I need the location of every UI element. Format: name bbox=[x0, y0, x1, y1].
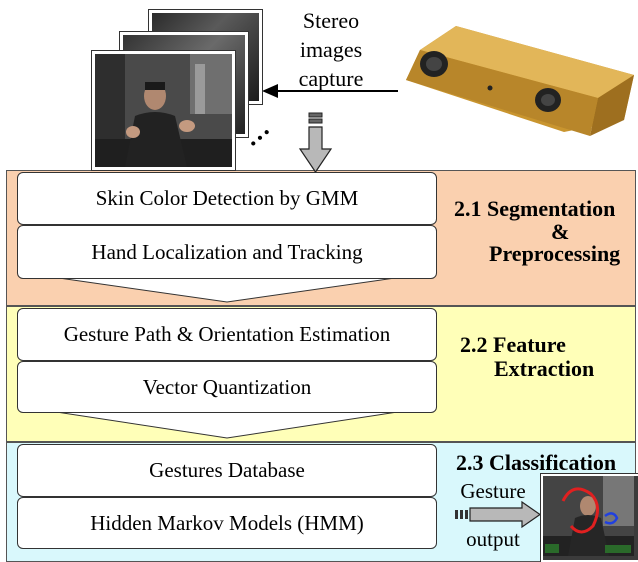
down-arrow-dash-2 bbox=[308, 118, 323, 124]
stereo-capture-label-line-1: Stereo bbox=[302, 8, 360, 33]
stage-title-feature-line-1: 2.2 Feature bbox=[460, 332, 566, 357]
stage-title-feature-line-2: Extraction bbox=[494, 356, 595, 381]
down-arrow-dash-1 bbox=[308, 112, 323, 118]
output-arrow-dash-1 bbox=[455, 510, 458, 519]
gesture-output-label-line-2: output bbox=[466, 527, 520, 551]
step-gesture-path-estimation: Gesture Path & Orientation Estimation bbox=[17, 308, 437, 361]
stereo-image-frame-1 bbox=[91, 50, 236, 171]
step-skin-color-detection-label: Skin Color Detection by GMM bbox=[95, 186, 359, 210]
output-arrow bbox=[469, 500, 542, 529]
step-hand-localization-label: Hand Localization and Tracking bbox=[91, 239, 363, 264]
step-gestures-database-label: Gestures Database bbox=[149, 458, 305, 482]
gesture-output-image bbox=[540, 473, 638, 562]
output-arrow-dash-3 bbox=[465, 510, 468, 519]
output-arrow-dash-2 bbox=[460, 510, 463, 519]
gesture-output-label: Gesture output bbox=[452, 478, 534, 552]
gesture-output-scene bbox=[543, 476, 634, 556]
step-hand-localization: Hand Localization and Tracking bbox=[17, 225, 437, 279]
stereo-capture-label-line-3: capture bbox=[298, 66, 364, 91]
step-skin-color-detection: Skin Color Detection by GMM bbox=[17, 172, 437, 225]
camera-to-images-arrowhead bbox=[262, 84, 278, 98]
stereo-capture-label-line-2: images bbox=[299, 37, 363, 62]
step-hidden-markov-models-label: Hidden Markov Models (HMM) bbox=[90, 510, 364, 535]
step-hidden-markov-models: Hidden Markov Models (HMM) bbox=[17, 497, 437, 549]
person-scene-image bbox=[95, 54, 232, 167]
stage-title-segmentation-line-3: Preprocessing bbox=[489, 241, 621, 266]
stage-title-classification: 2.3 Classification bbox=[456, 450, 617, 475]
gesture-output-label-line-1: Gesture bbox=[460, 479, 526, 503]
step-gesture-path-estimation-label: Gesture Path & Orientation Estimation bbox=[63, 322, 391, 346]
stage-title-segmentation-line-2: & bbox=[551, 219, 570, 244]
step-vector-quantization-label: Vector Quantization bbox=[142, 374, 312, 399]
stereo-capture-label: Stereo images capture bbox=[276, 6, 386, 93]
stereo-camera-icon bbox=[406, 26, 634, 136]
step-gestures-database: Gestures Database bbox=[17, 444, 437, 497]
down-arrow-block bbox=[298, 126, 333, 174]
step-vector-quantization: Vector Quantization bbox=[17, 361, 437, 413]
stage-title-segmentation-line-1: 2.1 Segmentation bbox=[454, 196, 616, 221]
